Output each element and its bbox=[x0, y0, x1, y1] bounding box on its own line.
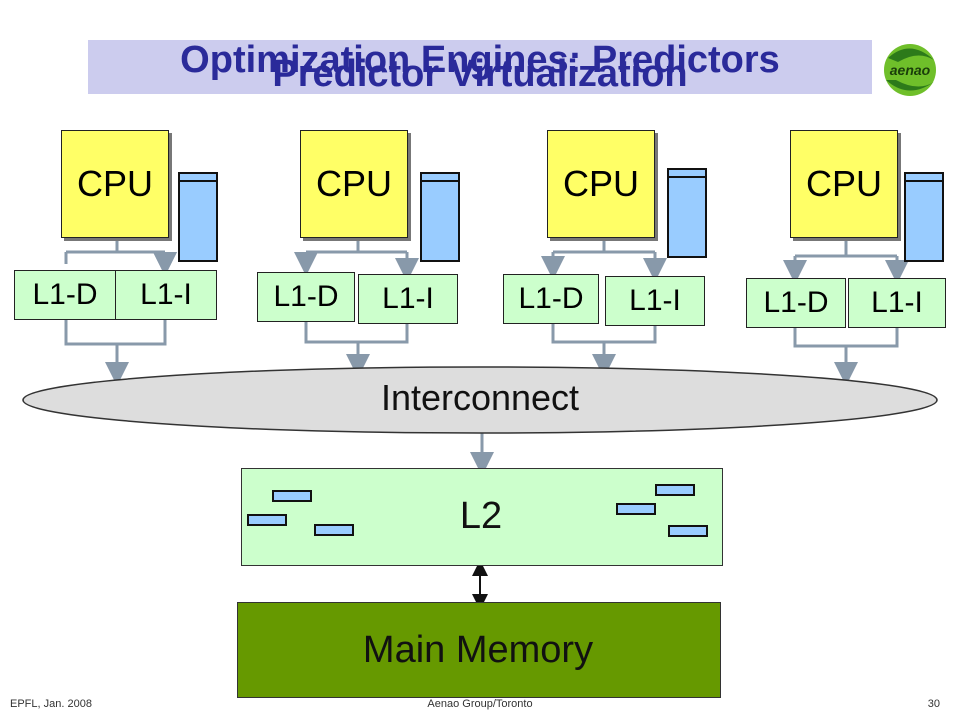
interconnect-bus bbox=[22, 366, 938, 434]
virtualized-predictor-entry bbox=[616, 503, 656, 515]
l1d-cache-2: L1-D bbox=[257, 272, 355, 322]
l1i-cache-4: L1-I bbox=[848, 278, 946, 328]
virtualized-predictor-entry bbox=[247, 514, 287, 526]
l2-cache bbox=[241, 468, 723, 566]
title-band bbox=[88, 40, 872, 94]
virtualized-predictor-entry bbox=[314, 524, 354, 536]
l1d-cache-3: L1-D bbox=[503, 274, 599, 324]
interconnect-label: Interconnect bbox=[380, 377, 580, 418]
slide-subtitle-overlay: Predictor Virtualization bbox=[272, 53, 688, 95]
l1i-cache-3: L1-I bbox=[605, 276, 705, 326]
predictor-table-2 bbox=[420, 172, 460, 262]
virtualized-predictor-entry bbox=[655, 484, 695, 496]
virtualized-predictor-entry bbox=[668, 525, 708, 537]
predictor-table-3 bbox=[667, 168, 707, 258]
cpu-box-2: CPU bbox=[300, 130, 408, 238]
slide-title: Optimization Engines: Predictors bbox=[180, 39, 780, 81]
predictor-table-1 bbox=[178, 172, 218, 262]
l1i-cache-2: L1-I bbox=[358, 274, 458, 324]
aenao-logo: aenao bbox=[884, 44, 936, 96]
main-memory-label: Main Memory bbox=[362, 629, 594, 671]
predictor-table-4 bbox=[904, 172, 944, 262]
page-number: 30 bbox=[927, 698, 940, 710]
main-memory bbox=[237, 602, 721, 698]
l1d-cache-4: L1-D bbox=[746, 278, 846, 328]
l1d-cache-1: L1-D bbox=[14, 270, 116, 320]
cpu-box-3: CPU bbox=[547, 130, 655, 238]
cpu-box-4: CPU bbox=[790, 130, 898, 238]
l2-label: L2 bbox=[459, 495, 503, 537]
footer-center: Aenao Group/Toronto bbox=[427, 698, 533, 710]
l1i-cache-1: L1-I bbox=[115, 270, 217, 320]
svg-text:aenao: aenao bbox=[890, 62, 931, 78]
virtualized-predictor-entry bbox=[272, 490, 312, 502]
cpu-box-1: CPU bbox=[61, 130, 169, 238]
footer-left: EPFL, Jan. 2008 bbox=[10, 698, 92, 710]
